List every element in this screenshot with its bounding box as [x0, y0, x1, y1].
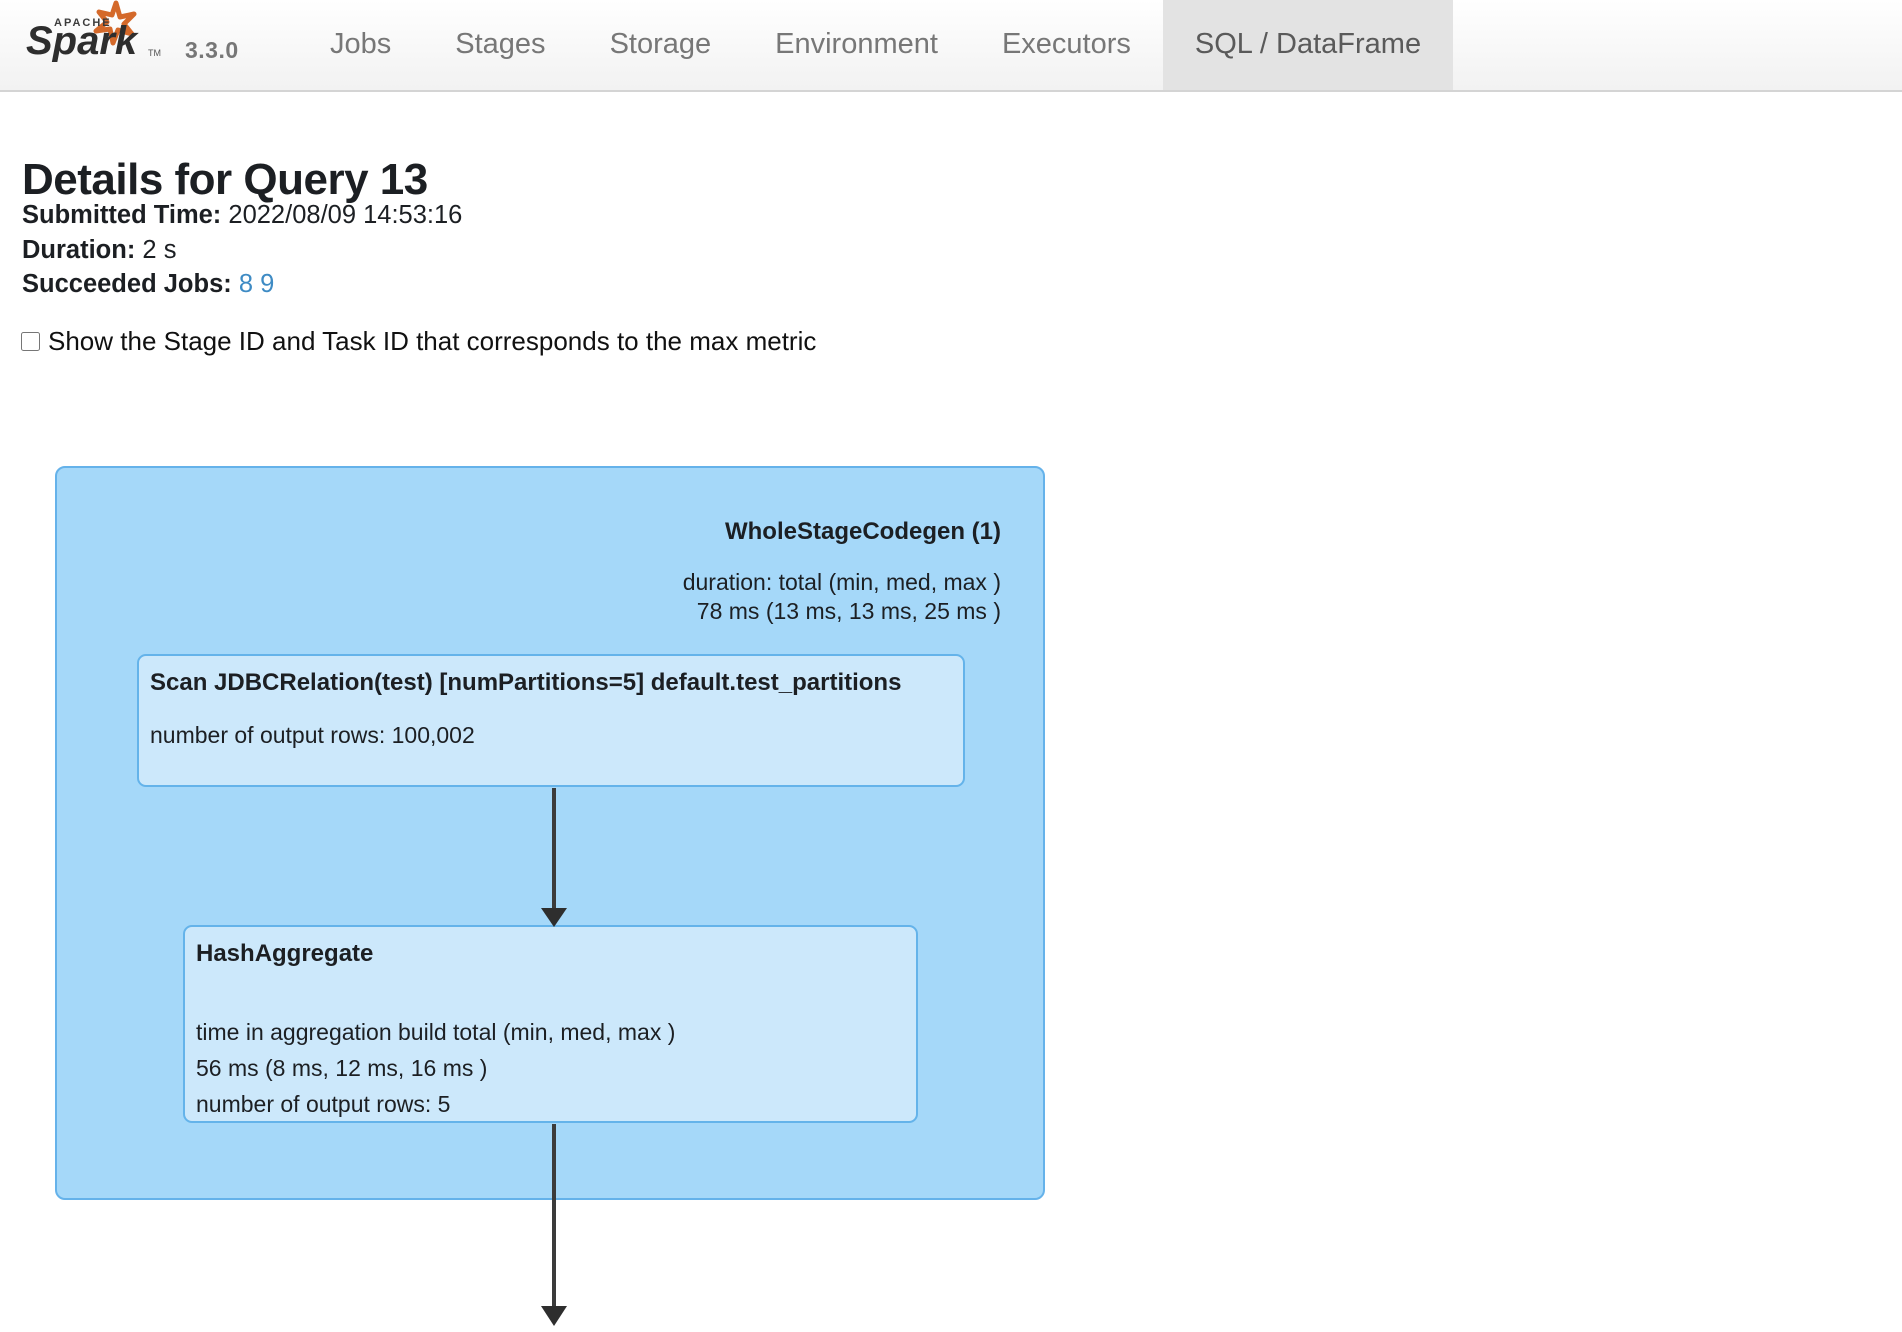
submitted-time-value: 2022/08/09 14:53:16 [228, 201, 463, 229]
nav-link-stages[interactable]: Stages [455, 28, 546, 60]
apache-spark-logo-icon: APACHE Spark TM [26, 0, 161, 62]
nav-link-storage[interactable]: Storage [609, 28, 712, 60]
top-navbar: APACHE Spark TM 3.3.0 Jobs Stages Storag… [0, 0, 1902, 92]
succeeded-jobs-label: Succeeded Jobs: [22, 270, 232, 298]
plan-node-hashaggregate-metrics: time in aggregation build total (min, me… [196, 1019, 676, 1117]
nav-link-jobs[interactable]: Jobs [330, 28, 392, 60]
nav-link-sql-dataframe[interactable]: SQL / DataFrame [1162, 0, 1454, 90]
spark-version-label: 3.3.0 [185, 37, 239, 63]
succeeded-job-link-9[interactable]: 9 [260, 270, 275, 298]
submitted-time-row: Submitted Time: 2022/08/09 14:53:16 [22, 198, 462, 233]
nav-links: Jobs Stages Storage Environment Executor… [298, 0, 1454, 90]
wholestagecodegen-title: WholeStageCodegen (1) [724, 518, 1001, 545]
plan-node-scan-metrics: number of output rows: 100,002 [150, 722, 475, 748]
succeeded-job-link-8[interactable]: 8 [238, 270, 254, 298]
plan-node-hashaggregate[interactable]: HashAggregate time in aggregation build … [183, 925, 918, 1123]
plan-node-scan-title: Scan JDBCRelation(test) [numPartitions=5… [150, 669, 902, 696]
show-stage-task-label[interactable]: Show the Stage ID and Task ID that corre… [48, 326, 817, 356]
succeeded-jobs-row: Succeeded Jobs: 8 9 [22, 267, 462, 302]
query-meta: Submitted Time: 2022/08/09 14:53:16 Dura… [22, 198, 462, 302]
page-title: Details for Query 13 [22, 155, 428, 205]
wholestagecodegen-metrics: duration: total (min, med, max ) 78 ms (… [682, 569, 1001, 624]
duration-label: Duration: [22, 235, 136, 264]
svg-text:APACHE: APACHE [54, 17, 112, 29]
duration-row: Duration: 2 s [22, 233, 462, 268]
plan-edge-hashaggregate-to-next[interactable] [541, 1124, 567, 1326]
svg-text:Spark: Spark [26, 19, 139, 62]
nav-link-executors[interactable]: Executors [1001, 28, 1131, 60]
brand[interactable]: APACHE Spark TM 3.3.0 [0, 0, 238, 90]
show-stage-task-checkbox[interactable] [21, 332, 40, 351]
nav-link-environment[interactable]: Environment [775, 28, 938, 60]
plan-node-hashaggregate-title: HashAggregate [196, 940, 374, 967]
show-stage-task-row: Show the Stage ID and Task ID that corre… [21, 326, 816, 357]
duration-value: 2 s [142, 235, 177, 264]
svg-text:TM: TM [148, 48, 161, 58]
submitted-time-label: Submitted Time: [22, 201, 222, 229]
plan-edge-scan-to-hashaggregate[interactable] [541, 788, 567, 927]
plan-node-scan[interactable]: Scan JDBCRelation(test) [numPartitions=5… [137, 654, 965, 787]
